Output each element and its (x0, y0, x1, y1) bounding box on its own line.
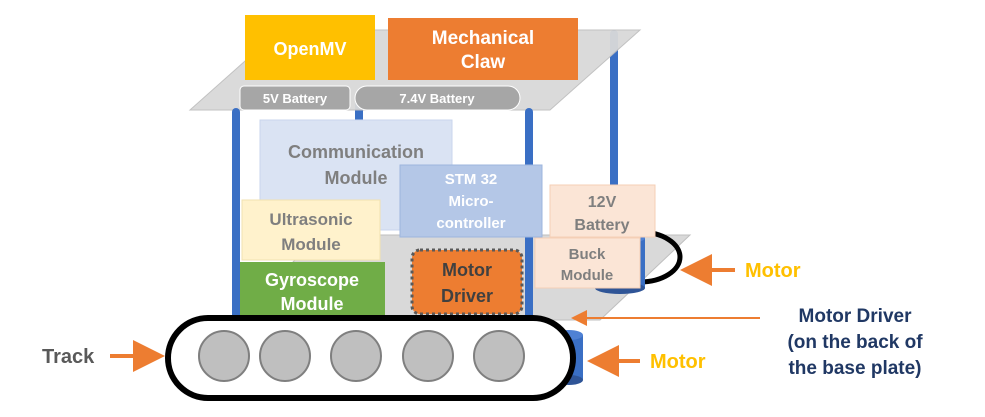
mechanical-claw-box (388, 18, 578, 80)
battery-12v-label-line1: 12V (588, 194, 617, 211)
battery-12v-label-line2: Battery (574, 217, 629, 234)
gyroscope-module-box (240, 262, 385, 320)
track-wheels (198, 330, 525, 382)
communication-label-line1: Communication (288, 142, 424, 162)
stm32-label-line2: Micro- (449, 193, 494, 210)
pillar-front-left (232, 108, 240, 320)
openmv-label: OpenMV (273, 39, 346, 59)
battery-5v-box (239, 85, 351, 111)
wheel (330, 330, 382, 382)
wheel (259, 330, 311, 382)
buck-module-box (534, 237, 641, 289)
motor-driver-label-line1: Motor (442, 260, 492, 280)
stm32-label-line1: STM 32 (445, 171, 498, 188)
motor-driver-back-line2: (on the back of (787, 332, 923, 353)
buck-label-line1: Buck (569, 246, 606, 263)
battery-7v4-box (354, 85, 521, 111)
stm32-box (399, 164, 543, 238)
wheel (473, 330, 525, 382)
claw-label-line2: Claw (461, 52, 506, 73)
openmv-box (245, 15, 375, 80)
track-annotation: Track (42, 346, 95, 368)
ultrasonic-label-line1: Ultrasonic (269, 210, 352, 229)
battery-12v-box (549, 184, 656, 238)
ultrasonic-module-box (241, 199, 381, 261)
motor-driver-back-line1: Motor Driver (799, 306, 913, 327)
motor-right-annotation: Motor (745, 260, 801, 282)
motor-bottom-annotation: Motor (650, 351, 706, 373)
battery-7v4-label: 7.4V Battery (399, 91, 475, 106)
wheel (402, 330, 454, 382)
buck-label-line2: Module (561, 267, 614, 284)
stm32-label-line3: controller (436, 215, 505, 232)
battery-5v-label: 5V Battery (263, 91, 328, 106)
motor-driver-back-line3: the base plate) (788, 358, 921, 379)
motor-driver-label-line2: Driver (441, 286, 493, 306)
communication-label-line2: Module (325, 168, 388, 188)
motor-driver-box (410, 248, 524, 316)
gyroscope-label-line1: Gyroscope (265, 270, 359, 290)
gyroscope-label-line2: Module (281, 294, 344, 314)
wheel (198, 330, 250, 382)
ultrasonic-label-line2: Module (281, 235, 341, 254)
claw-label-line1: Mechanical (432, 28, 534, 49)
